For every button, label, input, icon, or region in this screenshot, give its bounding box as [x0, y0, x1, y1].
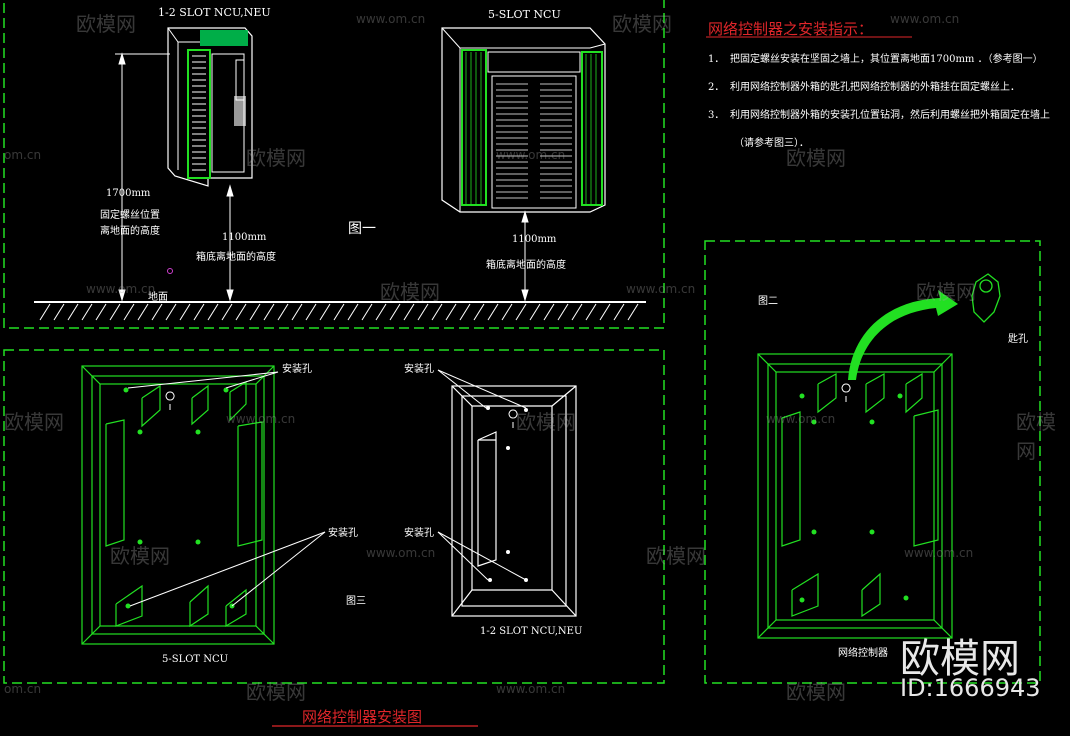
keyhole-icon [165, 391, 175, 410]
ground-line [34, 301, 646, 321]
instruction-2-num: 2． [708, 82, 725, 93]
fig2-holes [799, 393, 909, 603]
frame-fig3 [3, 349, 665, 684]
mid-note: 箱底离地面的高度 [196, 252, 276, 263]
marker-dot [167, 268, 173, 274]
fig3-holes-large [123, 387, 235, 609]
cabinet-small-title: 1-2 SLOT NCU,NEU [158, 6, 271, 19]
instruction-3-num: 3． [708, 110, 725, 121]
cabinet-large [441, 27, 606, 213]
watermark: 欧模网 [246, 680, 306, 704]
leader-lines [127, 369, 527, 607]
watermark: om.cn [4, 148, 42, 162]
instruction-3: 利用网络控制器外箱的安装孔位置钻洞，然后利用螺丝把外箱固定在墙上 [730, 110, 1050, 121]
watermark: 欧模网 [1016, 410, 1056, 463]
frame-fig2 [704, 240, 1041, 684]
left-note-1: 固定螺丝位置 [100, 210, 160, 221]
fig3-label: 图三 [346, 596, 366, 607]
watermark: 欧模网 [516, 410, 576, 434]
fig2-caption: 网络控制器 [838, 648, 888, 659]
mid-height: 1100mm [222, 232, 267, 243]
watermark: 欧模网 [4, 410, 64, 434]
watermark: 欧模网 [916, 280, 976, 304]
fig2-label: 图二 [758, 296, 778, 307]
watermark: www.om.cn [86, 282, 156, 296]
watermark: www.om.cn [226, 412, 296, 426]
watermark: om.cn [4, 682, 42, 696]
cabinet-small [167, 27, 253, 187]
fig3-caption-right: 1-2 SLOT NCU,NEU [480, 626, 583, 637]
hole-label: 安装孔 [404, 528, 434, 539]
watermark: 欧模网 [786, 146, 846, 170]
watermark: www.om.cn [904, 546, 974, 560]
id-watermark: ID:1666943 [900, 674, 1041, 702]
watermark: 欧模网 [646, 544, 706, 568]
instructions-title: 网络控制器之安装指示： [708, 20, 874, 38]
arrow-to-keyhole [848, 290, 958, 380]
hole-label: 安装孔 [328, 528, 358, 539]
right-height: 1100mm [512, 234, 557, 245]
fig3-back-large [81, 365, 275, 645]
right-note: 箱底离地面的高度 [486, 260, 566, 271]
keyhole-icon [508, 409, 518, 428]
watermark: 欧模网 [786, 680, 846, 704]
ground-label: 地面 [148, 292, 168, 303]
cabinet-large-title: 5-SLOT NCU [488, 8, 561, 21]
watermark: www.om.cn [626, 282, 696, 296]
keyhole-label: 匙孔 [1008, 334, 1028, 345]
fig3-caption-left: 5-SLOT NCU [162, 654, 229, 665]
fig2-back [757, 353, 953, 639]
watermark: www.om.cn [890, 12, 960, 26]
watermark: 欧模网 [380, 280, 440, 304]
fig3-back-small [451, 385, 577, 617]
left-height: 1700mm [106, 188, 151, 199]
left-note-2: 离地面的高度 [100, 226, 160, 237]
watermark: www.om.cn [766, 412, 836, 426]
footer-title: 网络控制器安装图 [302, 708, 423, 726]
hole-label: 安装孔 [282, 364, 312, 375]
watermark: www.om.cn [496, 682, 566, 696]
brand-watermark: 欧模网 [900, 636, 1020, 682]
fig3-holes-small [486, 406, 528, 582]
watermark: www.om.cn [496, 148, 566, 162]
dimension-lines [115, 52, 529, 302]
frame-fig1 [3, 0, 665, 329]
watermark: 欧模网 [612, 12, 672, 36]
watermark: 欧模网 [110, 544, 170, 568]
watermark: 欧模网 [76, 12, 136, 36]
panel-frames [3, 0, 1041, 684]
instruction-2: 利用网络控制器外箱的匙孔把网络控制器的外箱挂在固定螺丝上． [730, 82, 1020, 93]
watermark: 欧模网 [246, 146, 306, 170]
fig1-label: 图一 [348, 221, 376, 237]
watermark: www.om.cn [366, 546, 436, 560]
instruction-1-num: 1． [708, 54, 725, 65]
keyhole-detail [971, 273, 1001, 323]
instruction-1: 把固定螺丝安装在坚固之墙上，其位置离地面1700mm ．（参考图一） [730, 54, 1043, 65]
hole-label: 安装孔 [404, 364, 434, 375]
keyhole-icon [841, 383, 851, 402]
watermark: www.om.cn [356, 12, 426, 26]
instruction-3-cont: （请参考图三）． [734, 138, 809, 149]
